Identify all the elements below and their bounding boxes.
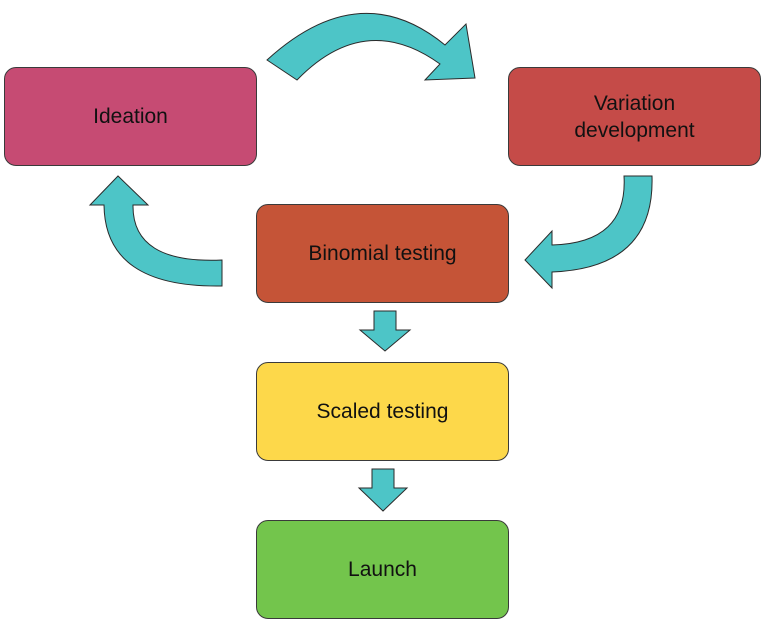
curved-arrow-ideation-to-variation (266, 12, 476, 81)
down-arrow-scaled-to-launch (357, 468, 409, 512)
node-binomial-testing-label: Binomial testing (308, 242, 457, 265)
curved-arrow-variation-to-binomial (524, 175, 653, 290)
curved-arrow-binomial-to-ideation (88, 175, 223, 287)
node-launch-label: Launch (348, 558, 417, 581)
node-ideation: Ideation (4, 67, 257, 166)
node-scaled-testing-label: Scaled testing (316, 400, 449, 423)
down-arrow-binomial-to-scaled (358, 310, 412, 352)
node-ideation-label: Ideation (93, 105, 168, 128)
node-variation-development-label: Variation development (574, 91, 695, 142)
node-launch: Launch (256, 520, 509, 619)
node-variation-development: Variation development (508, 67, 761, 166)
node-scaled-testing: Scaled testing (256, 362, 509, 461)
node-binomial-testing: Binomial testing (256, 204, 509, 303)
